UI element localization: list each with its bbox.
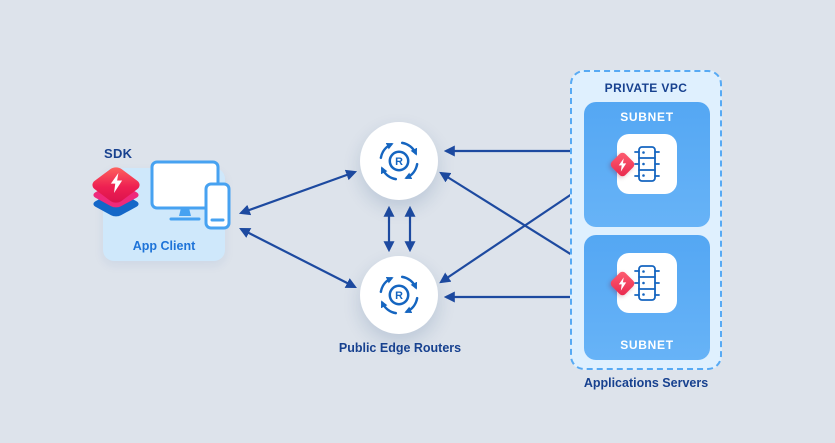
edge-router-1: R <box>360 122 438 200</box>
private-vpc-container: PRIVATE VPC SUBNET <box>570 70 722 370</box>
sdk-label: SDK <box>104 146 133 161</box>
router-icon: R <box>379 275 419 315</box>
sdk-stack-icon <box>88 164 146 224</box>
private-vpc-title: PRIVATE VPC <box>604 81 688 95</box>
server-icon <box>634 146 660 182</box>
lightning-bolt-icon <box>618 277 627 291</box>
edge-router-2: R <box>360 256 438 334</box>
server-icon <box>634 265 660 301</box>
app-client-label: App Client <box>132 239 196 253</box>
arrow-client-router2 <box>239 228 357 288</box>
public-edge-routers-label: Public Edge Routers <box>338 341 462 355</box>
server-2 <box>609 253 677 313</box>
applications-servers-label: Applications Servers <box>583 376 709 390</box>
monitor-phone-icon <box>150 160 231 230</box>
arrow-client-router1 <box>238 169 358 216</box>
router-letter: R <box>395 156 403 168</box>
router-letter: R <box>395 290 403 302</box>
lightning-bolt-icon <box>110 173 123 193</box>
router-icon: R <box>379 141 419 181</box>
subnet-2: SUBNET <box>584 235 710 360</box>
lightning-bolt-icon <box>618 158 627 172</box>
subnet-2-label: SUBNET <box>620 338 674 352</box>
server-1 <box>609 134 677 194</box>
subnet-1-label: SUBNET <box>620 110 674 124</box>
subnet-1: SUBNET <box>584 102 710 227</box>
